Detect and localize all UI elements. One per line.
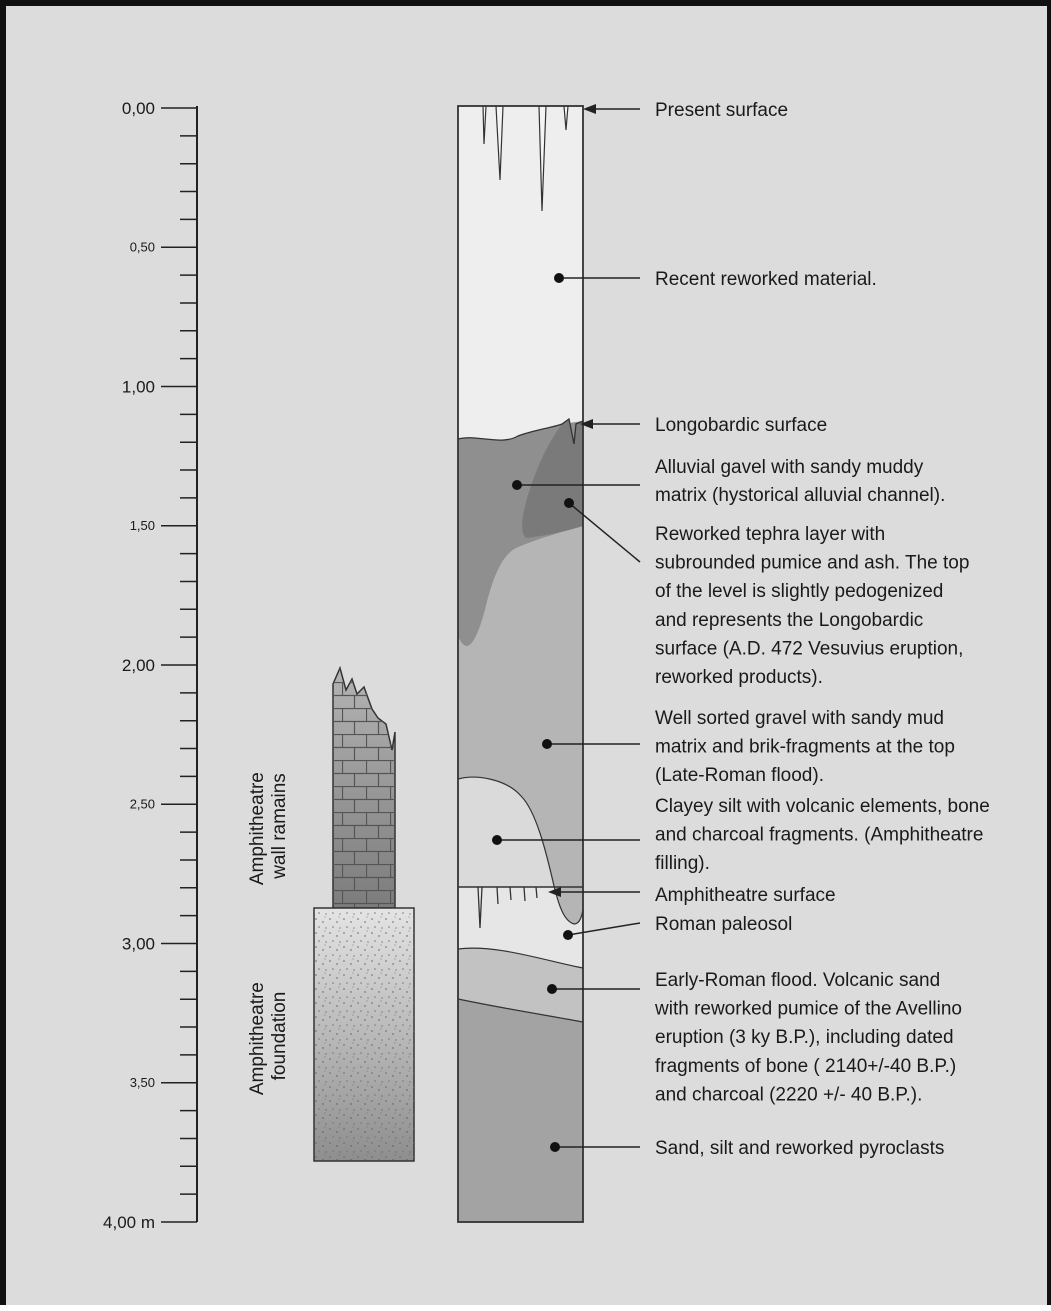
amphitheatre-wall-bricks: [333, 668, 395, 908]
dot-early-roman-flood: [547, 984, 557, 994]
scale-label: 2,00: [122, 656, 155, 675]
leader-roman-paleosol: [567, 922, 641, 936]
scale-label: 0,00: [122, 99, 155, 118]
root-traces-present-surface: [482, 105, 569, 212]
amphitheatre-foundation-texture: [314, 908, 414, 1161]
scale-label: 3,00: [122, 935, 155, 954]
scale-label: 1,00: [122, 378, 155, 397]
dot-roman-paleosol: [563, 930, 573, 940]
layer-roman-paleosol: [458, 887, 583, 968]
scale-label: 1,50: [130, 518, 155, 533]
label-present-surface: Present surface: [655, 100, 788, 121]
dot-sand-silt-pyroclasts: [550, 1142, 560, 1152]
foundation-label: Amphitheatre foundation: [247, 977, 290, 1095]
arrowhead-present-surface: [583, 104, 596, 114]
arrowhead-amphitheatre-surface: [548, 887, 561, 897]
leader-reworked-tephra: [568, 502, 641, 563]
boundary-early-roman-flood-bottom: [457, 998, 584, 1023]
stratigraphic-column: [457, 105, 584, 1223]
layer-reworked-tephra: [522, 419, 583, 538]
amphitheatre-structure: Amphitheatre wall ramains Amphitheatre f…: [247, 665, 415, 1162]
scale-labels: 0,00 0,50 1,00 1,50 2,00 2,50 3,00 3,50 4,00 m: [103, 99, 155, 1232]
layer-clayey-silt: [458, 777, 583, 924]
foundation-label-line-1: Amphitheatre: [247, 982, 268, 1095]
layer-well-sorted-gravel: [458, 526, 583, 924]
boundary-late-roman-flood: [457, 776, 584, 925]
dot-well-sorted-gravel: [542, 739, 552, 749]
arrowhead-longobardic-surface: [580, 419, 593, 429]
label-well-sorted-gravel: Well sorted gravel with sandy mud matrix…: [655, 708, 960, 786]
label-alluvial-gravel: Alluvial gavel with sandy muddy matrix (…: [655, 457, 945, 506]
label-early-roman-flood: Early-Roman flood. Volcanic sand with re…: [654, 970, 967, 1105]
stratigraphic-section-diagram: 0,00 0,50 1,00 1,50 2,00 2,50 3,00 3,50 4,00 m A…: [103, 99, 995, 1232]
label-sand-silt-pyroclasts: Sand, silt and reworked pyroclasts: [655, 1138, 944, 1159]
dot-clayey-silt: [492, 835, 502, 845]
layer-descriptions: Present surface Recent reworked material…: [654, 100, 995, 1159]
label-recent-reworked: Recent reworked material.: [655, 269, 877, 290]
wall-label-line-2: wall ramains: [269, 773, 290, 880]
dot-reworked-tephra: [564, 498, 574, 508]
label-clayey-silt: Clayey silt with volcanic elements, bone…: [655, 796, 995, 874]
longobardic-surface-line: [457, 417, 584, 445]
label-amphitheatre-surface: Amphitheatre surface: [655, 885, 836, 906]
dot-recent-reworked: [554, 273, 564, 283]
scale-label: 0,50: [130, 239, 155, 254]
root-traces-amphitheatre-surface: [477, 886, 538, 929]
layer-early-roman-flood: [458, 948, 583, 1022]
label-leaders: [492, 104, 641, 1152]
scale-label: 2,50: [130, 796, 155, 811]
label-longobardic-surface: Longobardic surface: [655, 415, 827, 436]
scale-label: 3,50: [130, 1075, 155, 1090]
scale-ticks: [161, 107, 197, 1223]
label-roman-paleosol: Roman paleosol: [655, 914, 792, 935]
scale-label: 4,00 m: [103, 1213, 155, 1232]
depth-scale: 0,00 0,50 1,00 1,50 2,00 2,50 3,00 3,50 4,00 m: [103, 99, 198, 1232]
foundation-label-line-2: foundation: [269, 992, 290, 1081]
layer-sand-silt-pyroclasts: [458, 999, 583, 1222]
boundary-early-roman-flood-top: [457, 947, 584, 969]
dot-alluvial-gravel: [512, 480, 522, 490]
label-reworked-tephra: Reworked tephra layer with subrounded pu…: [655, 524, 975, 688]
wall-label-line-1: Amphitheatre: [247, 772, 268, 885]
column-outline: [457, 105, 584, 1223]
wall-label: Amphitheatre wall ramains: [247, 767, 290, 885]
